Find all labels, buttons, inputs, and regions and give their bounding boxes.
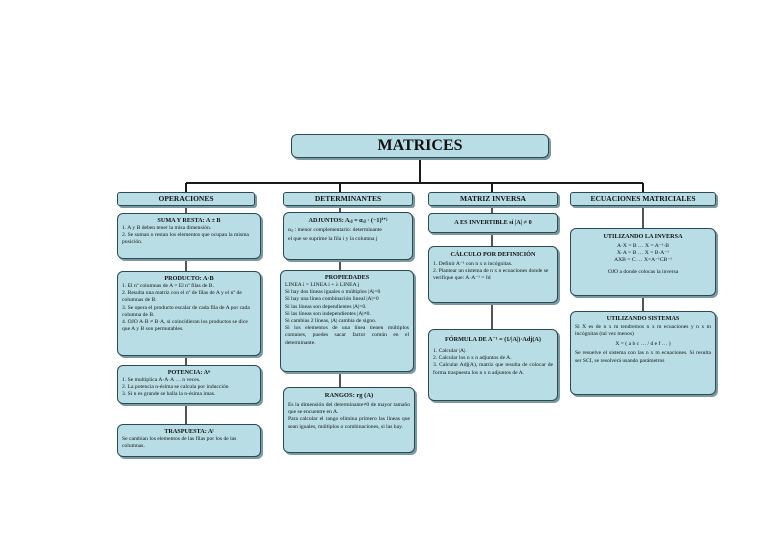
utilizando-inversa-box: UTILIZANDO LA INVERSA A·X = B … X = A⁻¹·… bbox=[570, 228, 716, 296]
header-operaciones: OPERACIONES bbox=[117, 192, 255, 206]
potencia-box: POTENCIA: Aⁿ 1. Se multiplica A·A·A … n … bbox=[117, 365, 261, 404]
suma-heading: SUMA Y RESTA: A ± B bbox=[157, 217, 221, 224]
adjuntos-box: ADJUNTOS: Aᵢⱼ = αᵢⱼ · (−1)ⁱ⁺ʲ αᵢⱼ : meno… bbox=[283, 212, 413, 260]
formula-line-3: 3. Calcular Adj(A), matriz que resulta d… bbox=[433, 362, 553, 376]
adjuntos-heading: ADJUNTOS: Aᵢⱼ = αᵢⱼ · (−1)ⁱ⁺ʲ bbox=[308, 217, 388, 224]
definicion-heading: CÁLCULO POR DEFINICIÓN bbox=[450, 251, 536, 258]
potencia-line-2: 2. La potencia n-ésima se calcula por in… bbox=[122, 384, 229, 391]
propiedades-box: PROPIEDADES LINEA i = LINEA i + λ LINEA … bbox=[280, 270, 414, 372]
definicion-box: CÁLCULO POR DEFINICIÓN 1. Definir A⁻¹ co… bbox=[428, 246, 558, 303]
utilizando-sistemas-line-2: X = ( a b c … / d e f … ) bbox=[615, 341, 671, 348]
rangos-box: RANGOS: rg (A) Es la dimensión del deter… bbox=[283, 387, 415, 453]
formula-box: FÓRMULA DE A⁻¹ = (1/|A|)·Adj(A) 1. Calcu… bbox=[428, 329, 558, 401]
propiedades-line-7: Si los elementos de una línea tienen múl… bbox=[285, 325, 409, 346]
traspuesta-box: TRASPUESTA: Aᵗ Se cambian los elementos … bbox=[117, 424, 261, 457]
rangos-line-2: Para calcular el rango elimina primero l… bbox=[288, 416, 410, 430]
definicion-line-2: 2. Plantear un sistema de n x n ecuacion… bbox=[433, 268, 549, 282]
utilizando-inversa-line-4: OJO a donde colocas la inversa bbox=[607, 268, 679, 275]
adjuntos-line-2: el que se suprime la fila i y la columna… bbox=[288, 235, 378, 242]
header-operaciones-label: OPERACIONES bbox=[158, 194, 214, 203]
producto-box: PRODUCTO: A·B 1. El nº columnas de A = E… bbox=[117, 271, 261, 356]
formula-line-1: 1. Calcular |A|. bbox=[433, 348, 467, 354]
title-box: MATRICES bbox=[291, 134, 549, 158]
header-ecuaciones-label: ECUACIONES MATRICIALES bbox=[590, 194, 696, 203]
suma-line-1: 1. A y B deben tener la misa dimensión. bbox=[122, 225, 212, 231]
invertible-box: A ES INVERTIBLE si |A| ≠ 0 bbox=[428, 213, 558, 233]
utilizando-sistemas-line-3: Se resuelve el sistema con las n x m ecu… bbox=[575, 350, 711, 364]
traspuesta-line-1: Se cambian los elementos de las filas po… bbox=[122, 436, 237, 450]
utilizando-inversa-heading: UTILIZANDO LA INVERSA bbox=[603, 233, 683, 240]
rangos-line-1: Es la dimensión del determinante≠0 de ma… bbox=[288, 402, 410, 416]
utilizando-inversa-line-1: A·X = B … X = A⁻¹·B bbox=[617, 243, 669, 249]
propiedades-line-3: Si hay una línea combinación lineal |A|=… bbox=[285, 296, 379, 303]
utilizando-sistemas-heading: UTILIZANDO SISTEMAS bbox=[606, 315, 680, 322]
producto-line-1: 1. El nº columnas de A = El nº filas de … bbox=[122, 283, 214, 289]
propiedades-line-1: LINEA i = LINEA i + λ LINEA j bbox=[285, 282, 360, 288]
utilizando-sistemas-line-1: Si X es de n x m tendremos n x m ecuacio… bbox=[575, 324, 711, 338]
producto-line-3: 3. Se opera el producto escalar de cada … bbox=[122, 304, 250, 318]
header-inversa: MATRIZ INVERSA bbox=[428, 192, 558, 206]
utilizando-inversa-line-3: AXB = C … X=A⁻¹CB⁻¹ bbox=[614, 257, 672, 264]
adjuntos-line-1: αᵢⱼ : menor complementario: determinante bbox=[288, 227, 382, 233]
utilizando-inversa-line-2: X·A = B … X = B·A⁻¹ bbox=[617, 250, 669, 257]
formula-heading: FÓRMULA DE A⁻¹ = (1/|A|)·Adj(A) bbox=[445, 336, 541, 343]
propiedades-line-4: Si las líneas son dependientes |A|=0. bbox=[285, 303, 367, 310]
producto-line-4: 4. OJO A·B ≠ B·A, si coincidieran los pr… bbox=[122, 319, 248, 333]
header-inversa-label: MATRIZ INVERSA bbox=[460, 194, 526, 203]
utilizando-sistemas-box: UTILIZANDO SISTEMAS Si X es de n x m ten… bbox=[570, 311, 716, 395]
suma-resta-box: SUMA Y RESTA: A ± B 1. A y B deben tener… bbox=[117, 213, 261, 259]
propiedades-line-5: Si las líneas son independientes |A|≠0. bbox=[285, 310, 371, 317]
header-determinantes: DETERMINANTES bbox=[283, 192, 413, 206]
rangos-heading: RANGOS: rg (A) bbox=[324, 392, 374, 399]
header-determinantes-label: DETERMINANTES bbox=[314, 194, 382, 203]
propiedades-line-6: Si cambias 2 líneas, |A| cambia de signo… bbox=[285, 318, 377, 325]
suma-line-2: 2. Se suman o restan los elementos que o… bbox=[122, 232, 249, 246]
potencia-line-3: 3. Si n es grande se halla la n-ésima im… bbox=[122, 391, 216, 398]
propiedades-heading: PROPIEDADES bbox=[324, 274, 370, 281]
propiedades-line-2: Si hay dos líneas iguales o múltiplos |A… bbox=[285, 289, 381, 296]
header-ecuaciones: ECUACIONES MATRICIALES bbox=[570, 192, 716, 206]
page-title: MATRICES bbox=[377, 137, 463, 154]
potencia-heading: POTENCIA: Aⁿ bbox=[167, 369, 211, 376]
potencia-line-1: 1. Se multiplica A·A·A … n veces. bbox=[122, 377, 201, 383]
formula-line-2: 2. Calcular los n x n adjuntos de A. bbox=[433, 355, 512, 362]
producto-heading: PRODUCTO: A·B bbox=[164, 275, 214, 282]
producto-line-2: 2. Resulta una matriz con el nº de filas… bbox=[122, 290, 242, 304]
invertible-condition: A ES INVERTIBLE si |A| ≠ 0 bbox=[454, 219, 532, 226]
definicion-line-1: 1. Definir A⁻¹ con n x n incógnitas. bbox=[433, 261, 513, 267]
traspuesta-heading: TRASPUESTA: Aᵗ bbox=[164, 428, 214, 435]
